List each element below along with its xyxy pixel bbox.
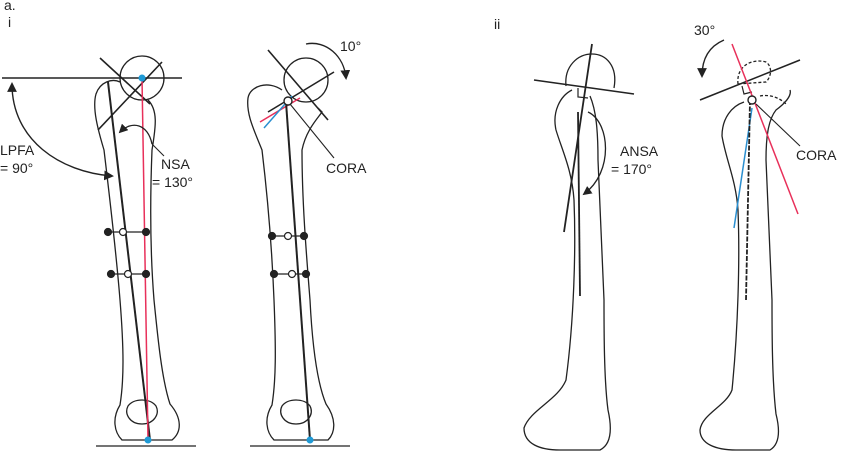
femoral-head-3 — [565, 53, 616, 89]
right-angle-3 — [577, 88, 589, 99]
femur-1 — [94, 55, 180, 441]
lpfa-value: = 90° — [0, 160, 34, 176]
rotation-label-1: 10° — [340, 38, 362, 54]
cora-leader-2 — [755, 103, 801, 147]
red-axis-4 — [731, 43, 799, 215]
femur-4-outline — [699, 89, 791, 451]
mechanical-axis-1 — [141, 77, 149, 441]
femur-3 — [523, 53, 616, 451]
nsa-leader — [151, 143, 165, 157]
ansa-arc — [582, 111, 606, 196]
femur-4 — [699, 60, 791, 451]
nsa-arc — [118, 123, 153, 145]
cora-label-2: CORA — [796, 147, 837, 163]
ansa-value: = 170° — [611, 161, 653, 177]
neck-line-2-b — [267, 71, 335, 113]
panel-ii-label: ii — [494, 16, 501, 32]
cora-point-2 — [747, 95, 757, 105]
lpfa-arc — [7, 82, 114, 181]
cora-leader-1 — [289, 103, 335, 159]
femur-3-outline — [523, 89, 612, 451]
right-angle-4 — [741, 85, 753, 95]
neck-reference-3 — [533, 79, 635, 95]
femur-2-outline — [247, 84, 335, 441]
lpfa-name: LPFA — [0, 142, 35, 158]
nsa-name: NSA — [161, 156, 190, 172]
anatomic-axis-1 — [107, 81, 151, 441]
rotation-arrow-2 — [697, 39, 725, 78]
neck-axis-1 — [97, 61, 163, 131]
cora-label-1: CORA — [326, 160, 367, 176]
rotation-label-2: 30° — [694, 22, 716, 38]
neck-reference-4 — [699, 59, 801, 101]
panel-i-label: i — [8, 14, 12, 30]
cora-point-1 — [283, 96, 293, 106]
femoral-head-2 — [283, 57, 329, 103]
figure-label: a. — [4, 0, 16, 13]
ansa-name: ANSA — [620, 143, 659, 159]
hip-center-1 — [138, 74, 146, 82]
shaft-points-2 — [267, 231, 311, 279]
femur-1-outline — [94, 79, 180, 441]
femoral-head-4 — [737, 60, 772, 85]
anatomic-axis-4 — [745, 99, 751, 301]
neck-line-2-a — [267, 49, 329, 121]
shaft-points-1 — [103, 227, 151, 279]
knee-center-2 — [306, 436, 314, 444]
rotation-arrow-1 — [305, 42, 351, 80]
nsa-value: = 130° — [152, 174, 194, 190]
knee-center-1 — [144, 436, 152, 444]
anatomic-axis-3b — [577, 111, 581, 297]
anatomic-axis-2 — [285, 101, 311, 441]
femur-2 — [247, 57, 335, 441]
